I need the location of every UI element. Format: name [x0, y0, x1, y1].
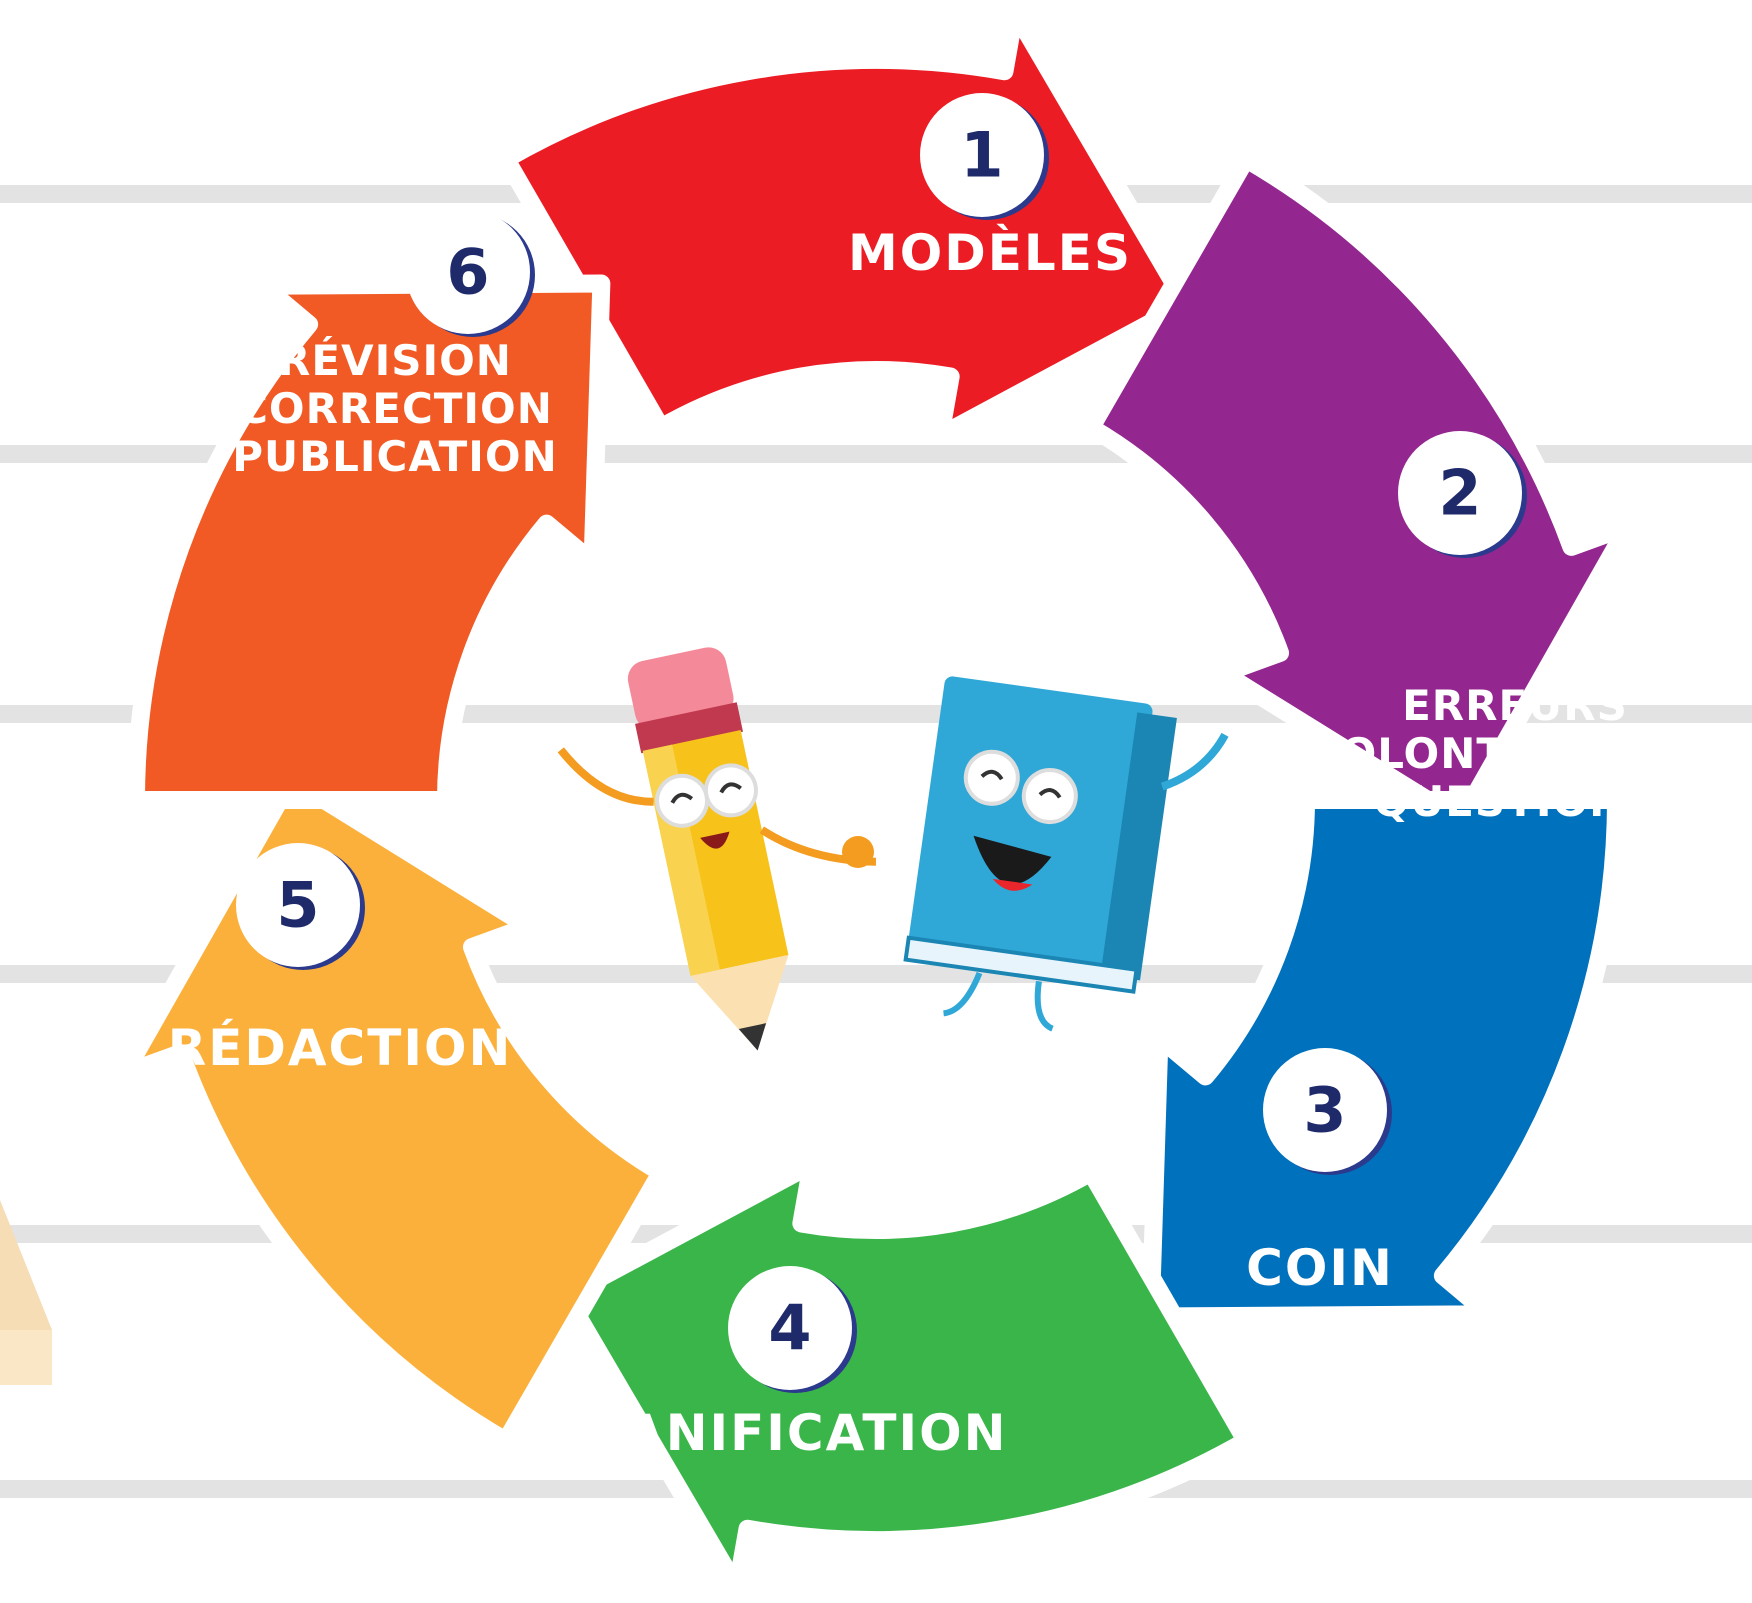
- step-label-line: CORRECTION: [237, 384, 553, 433]
- step-label-line: PLANIFICATION: [553, 1404, 1008, 1462]
- step-label-line: RÉVISION: [278, 335, 512, 385]
- partial-arrow-edge: [0, 1200, 52, 1385]
- step-number: 6: [446, 236, 489, 309]
- step-number: 5: [276, 869, 319, 942]
- step-badges: 1 2 3 4 5 6: [236, 93, 1527, 1393]
- step-label-line: PUBLICATION: [232, 432, 558, 481]
- arrow-step-2: [1082, 150, 1637, 830]
- step-label-line: LECTURE: [1188, 1299, 1452, 1357]
- step-number: 3: [1303, 1074, 1346, 1147]
- step-label-line: COIN: [1246, 1239, 1394, 1297]
- step-label-line: RÉDACTION: [168, 1018, 513, 1077]
- step-label-line: QUESTIONS: [1373, 777, 1656, 826]
- pencil-and-book-mascots-icon: [557, 647, 1229, 1051]
- number-badge-6: [406, 210, 530, 334]
- step-number: 1: [960, 119, 1003, 192]
- step-label-line: VOLONTAIRES ET: [1308, 729, 1722, 778]
- step-number: 2: [1438, 457, 1481, 530]
- step-label-line: ERREURS: [1402, 681, 1628, 730]
- step-number: 4: [768, 1292, 811, 1365]
- number-badge-1: [920, 93, 1044, 217]
- number-badge-3: [1263, 1048, 1387, 1172]
- arrow-step-3: [1141, 791, 1625, 1326]
- book-mascot-icon: [903, 676, 1229, 1032]
- arrow-step-6: [127, 274, 611, 809]
- number-badge-2: [1398, 431, 1522, 555]
- number-badge-4: [728, 1266, 852, 1390]
- pencil-mascot-icon: [557, 647, 877, 1051]
- number-badge-5: [236, 843, 360, 967]
- arrow-step-5: [115, 770, 670, 1450]
- arrow-step-4: [556, 1155, 1255, 1597]
- step-label-line: MODÈLES: [848, 223, 1132, 282]
